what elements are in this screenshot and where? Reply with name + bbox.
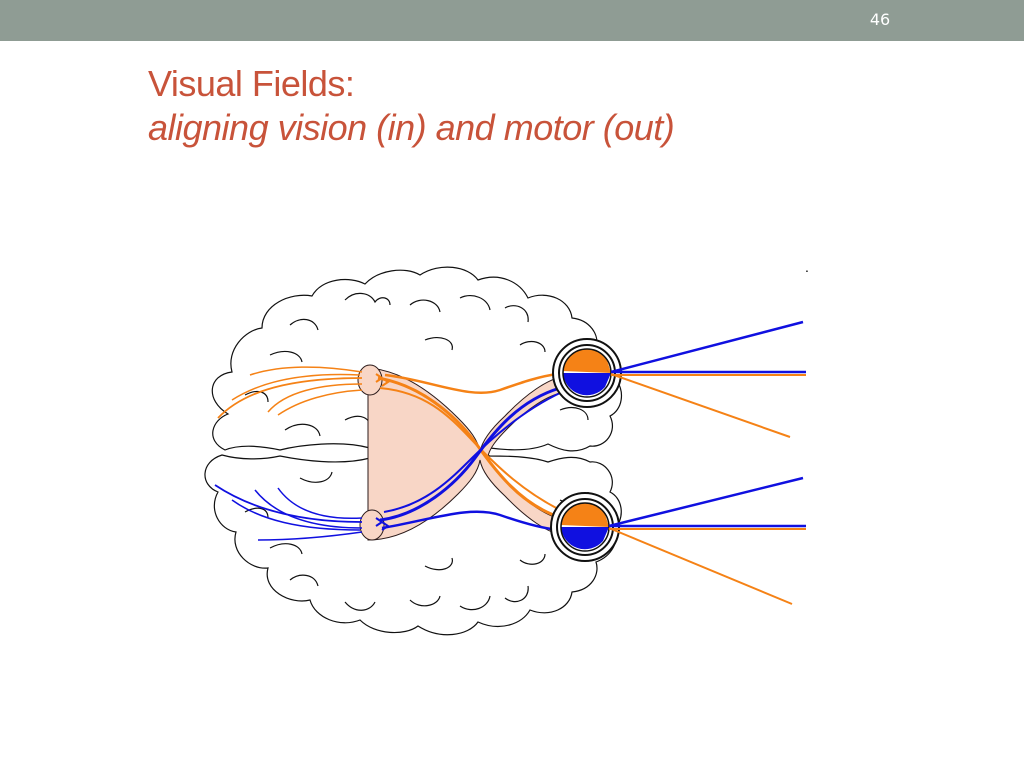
slide-title: Visual Fields: aligning vision (in) and … — [148, 62, 675, 150]
title-line-2: aligning vision (in) and motor (out) — [148, 107, 675, 148]
title-line-1: Visual Fields: — [148, 63, 355, 104]
stray-dot: . — [805, 259, 809, 275]
brain-outline — [204, 266, 623, 636]
header-bar — [0, 0, 1024, 41]
lower-eye — [550, 492, 620, 562]
upper-eye — [552, 338, 622, 408]
vision-in-fibers — [214, 386, 563, 541]
motor-out-fibers — [217, 366, 563, 520]
fiber-endings — [375, 373, 390, 531]
upper-eye-field-rays — [610, 320, 806, 438]
lower-eye-field-rays — [608, 476, 806, 605]
slide-number: 46 — [869, 10, 891, 29]
